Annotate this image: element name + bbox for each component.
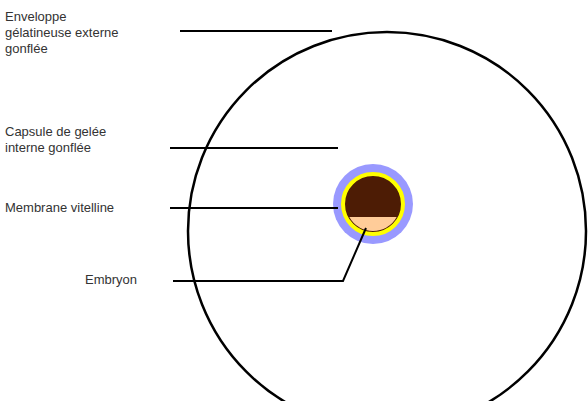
inner-capsule	[333, 164, 413, 244]
callout-label: Embryon	[85, 272, 165, 288]
embryo	[349, 217, 396, 231]
vitelline-membrane	[343, 174, 403, 234]
leader-line	[170, 147, 338, 149]
leader-line	[180, 30, 332, 32]
callout-label: Membrane vitelline	[5, 200, 165, 216]
callout-label: Enveloppe gélatineuse externe gonflée	[5, 9, 130, 57]
callout-label: Capsule de gelée interne gonflée	[5, 124, 120, 156]
outer-envelope	[188, 32, 586, 401]
leader-line	[173, 228, 366, 281]
leader-line	[170, 207, 338, 209]
